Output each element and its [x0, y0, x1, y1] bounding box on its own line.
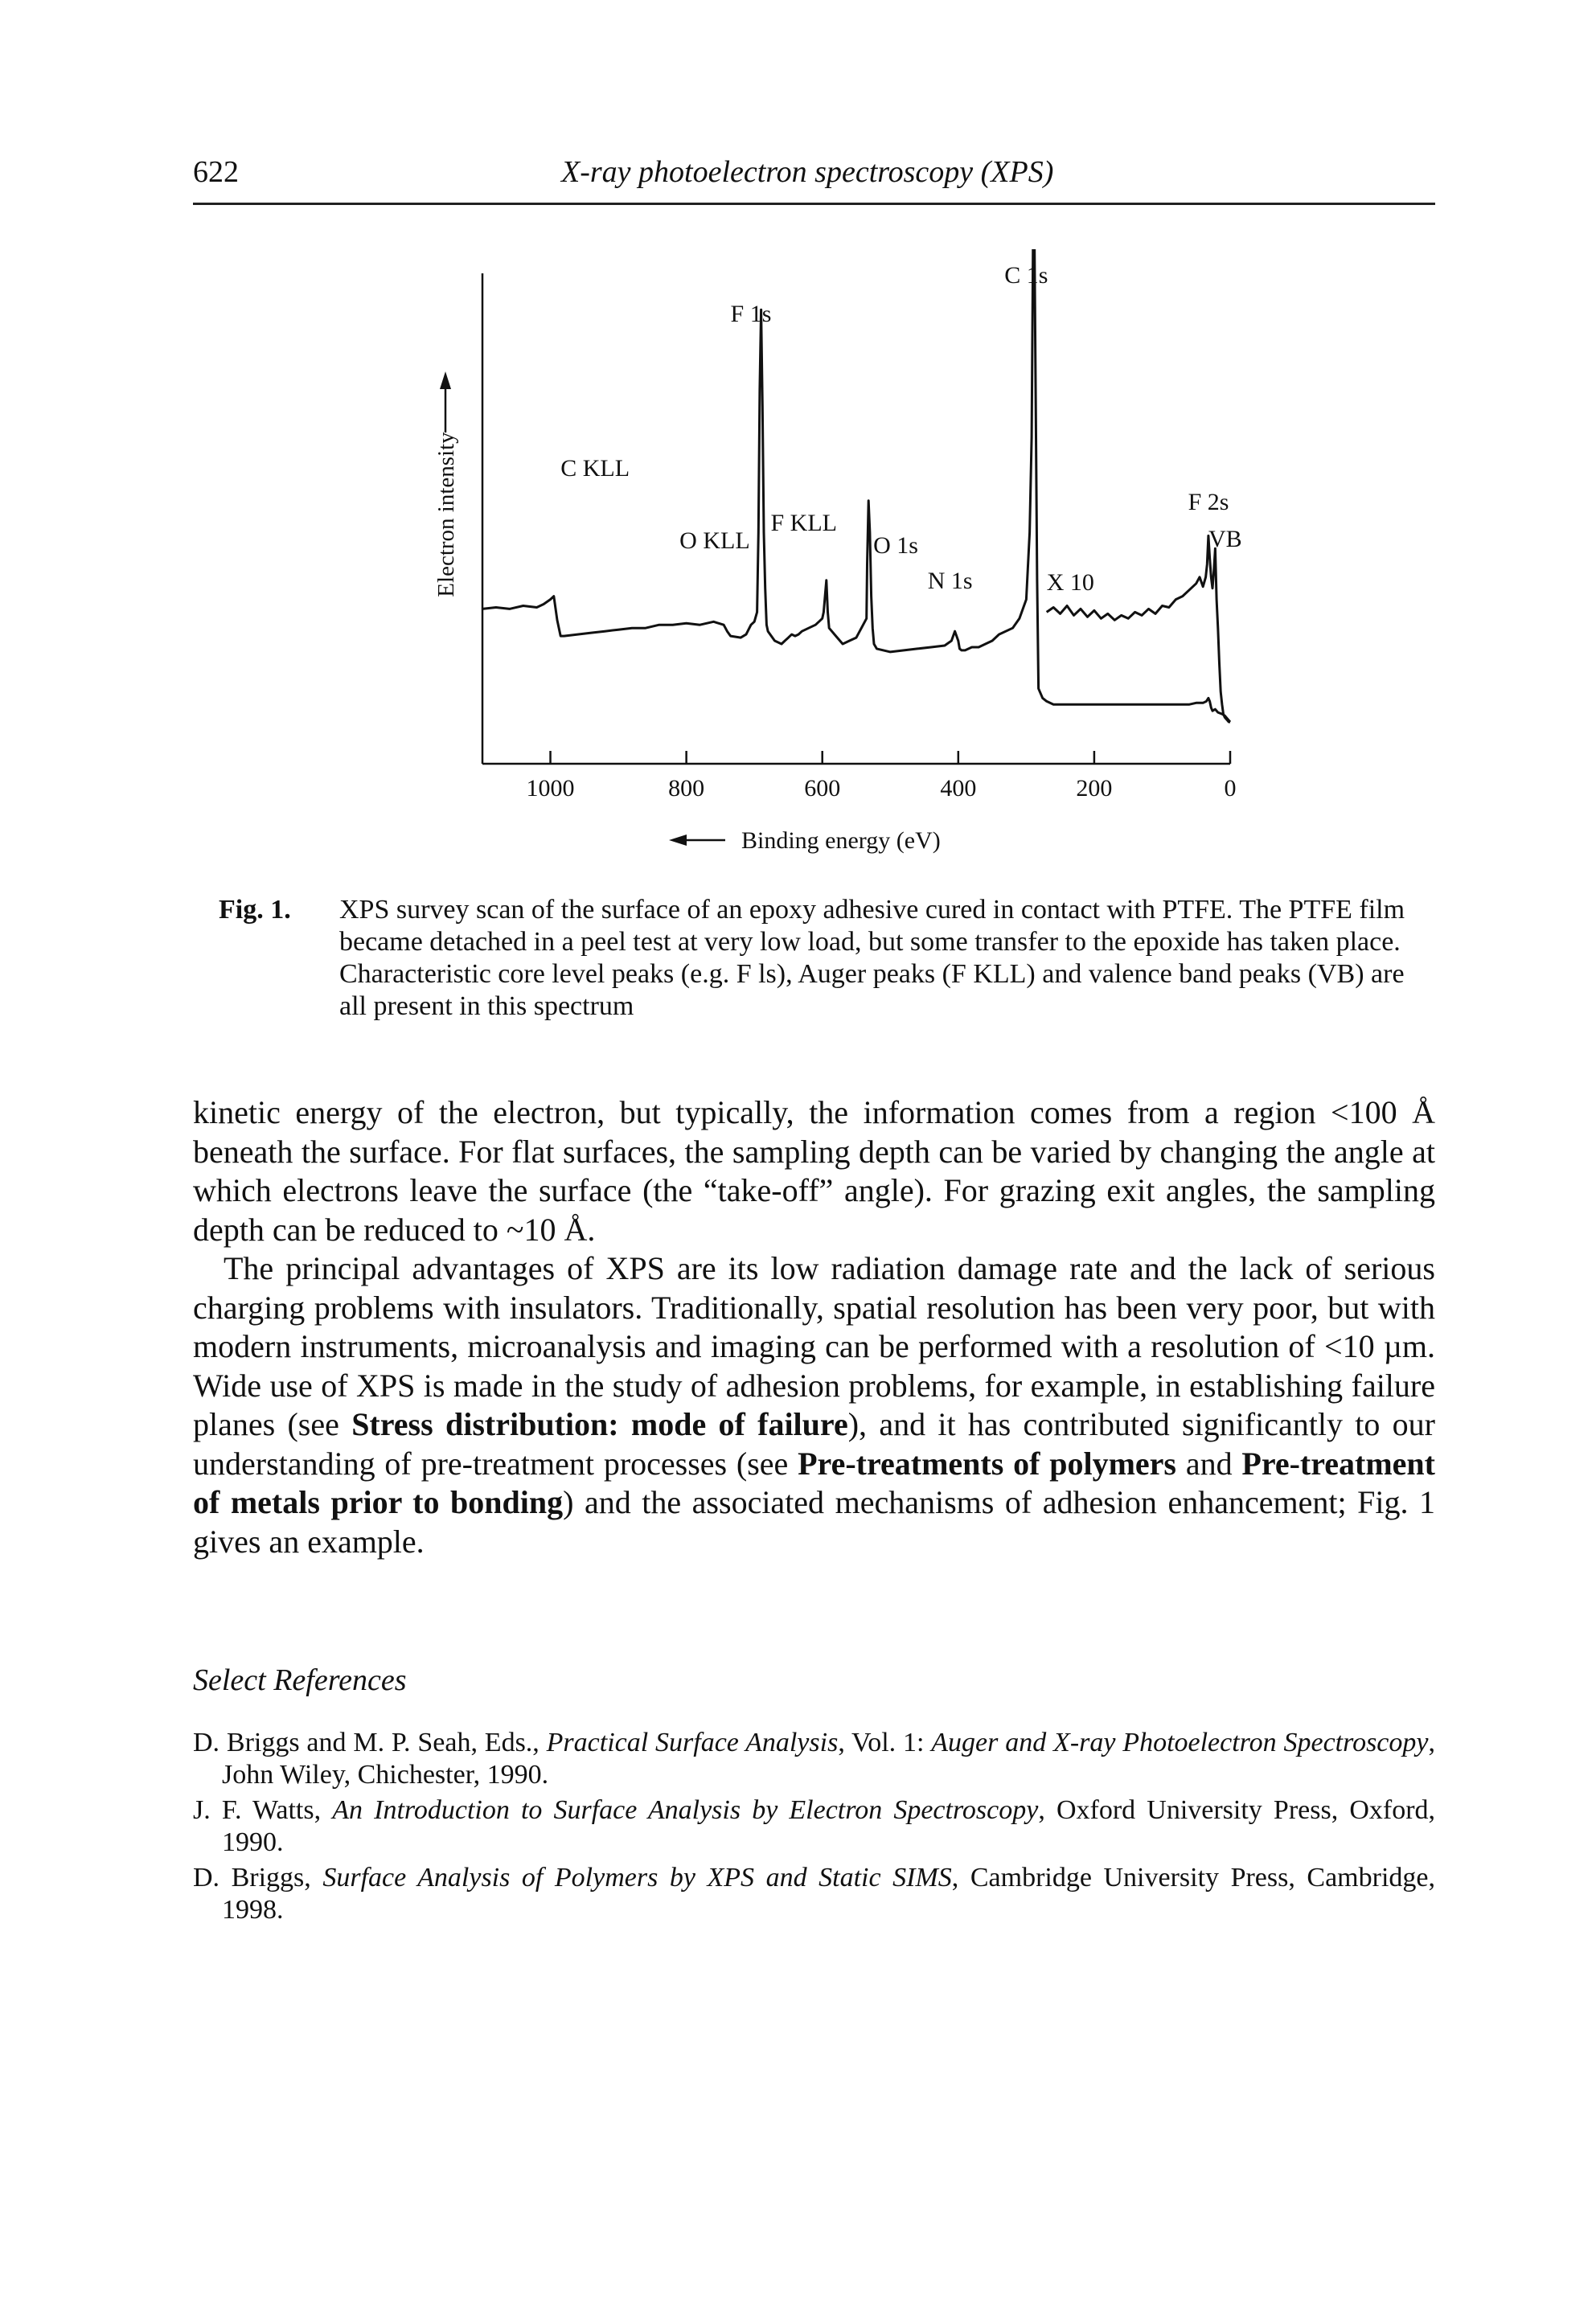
c1s-label: C 1s — [1004, 262, 1048, 289]
paragraph-2-text-c: and — [1176, 1445, 1242, 1482]
y-axis-arrow-head — [440, 371, 451, 389]
x-axis-label: Binding energy (eV) — [741, 827, 941, 854]
running-head: X-ray photoelectron spectroscopy (XPS) — [561, 155, 1054, 189]
page-header: 622 X-ray photoelectron spectroscopy (XP… — [193, 154, 1435, 205]
okll-label: O KLL — [679, 527, 749, 554]
xps-spectrum-figure: 1000 800 600 400 200 0 C 1s F 1s C KLL O KLL F KL… — [418, 249, 1254, 868]
cross-ref-pretreatment-metals[interactable]: Pre-treatment of metals prior to bonding — [193, 1445, 1435, 1521]
spectrum-series — [482, 249, 1232, 724]
x-tick-label: 1000 — [527, 775, 575, 802]
spectrum-line — [482, 249, 1232, 723]
x-tick-label: 0 — [1225, 775, 1237, 802]
f2s-label: F 2s — [1188, 489, 1229, 515]
cross-ref-stress-distribution[interactable]: Stress distribution: mode of failure — [351, 1406, 848, 1442]
cross-ref-pretreatments-polymers[interactable]: Pre-treatments of polymers — [798, 1445, 1176, 1482]
ref-subtitle: Auger and X-ray Photoelectron Spectrosco… — [931, 1728, 1429, 1757]
x-axis-arrow-head — [669, 835, 687, 846]
reference-item: D. Briggs, Surface Analysis of Polymers … — [193, 1862, 1435, 1926]
x-tick-label: 600 — [804, 775, 840, 802]
figure-caption-text: XPS survey scan of the surface of an epo… — [339, 895, 1405, 1021]
peak-labels: C 1s F 1s C KLL O KLL F KLL O 1s N 1s X 10 F 2s V… — [560, 262, 1241, 596]
spectrum-line-x10 — [1045, 534, 1230, 724]
y-axis: Electron intensity — [433, 371, 459, 597]
plot-frame — [481, 273, 1230, 765]
ref-title: Surface Analysis of Polymers by XPS and … — [322, 1863, 952, 1893]
x-tick-label: 200 — [1076, 775, 1112, 802]
reference-item: J. F. Watts, An Introduction to Surface … — [193, 1794, 1435, 1859]
ref-authors: J. F. Watts, — [193, 1795, 333, 1825]
page-number: 622 — [193, 155, 239, 189]
ref-volume: , Vol. 1: — [838, 1728, 932, 1757]
xps-spectrum-chart: 1000 800 600 400 200 0 C 1s F 1s C KLL O KLL F KL… — [433, 249, 1242, 854]
vb-label: VB — [1208, 526, 1242, 552]
paragraph-2-text-b: ), and it has contributed significantly … — [193, 1406, 1435, 1482]
f1s-label: F 1s — [731, 301, 772, 327]
ref-publisher: , John Wiley, Chichester, 1990. — [222, 1728, 1435, 1790]
references-list: D. Briggs and M. P. Seah, Eds., Practica… — [193, 1727, 1435, 1929]
figure-label: Fig. 1. — [219, 895, 291, 925]
ref-authors: D. Briggs and M. P. Seah, Eds., — [193, 1728, 547, 1757]
y-axis-label: Electron intensity — [433, 432, 459, 597]
ref-publisher: , Oxford University Press, Oxford, 1990. — [222, 1795, 1436, 1857]
x-axis: Binding energy (eV) — [669, 827, 941, 854]
paragraph-1: kinetic energy of the electron, but typi… — [193, 1094, 1435, 1248]
x-axis-ticks: 1000 800 600 400 200 0 — [527, 751, 1237, 802]
ref-authors: D. Briggs, — [193, 1863, 323, 1893]
n1s-label: N 1s — [928, 568, 973, 594]
references-heading: Select References — [193, 1663, 407, 1697]
x10-label: X 10 — [1047, 569, 1094, 596]
x-tick-label: 800 — [668, 775, 704, 802]
body-text: kinetic energy of the electron, but typi… — [193, 1093, 1435, 1561]
ref-title: Practical Surface Analysis — [546, 1728, 839, 1757]
paragraph-2: The principal advantages of XPS are its … — [193, 1249, 1435, 1561]
ckll-label: C KLL — [560, 455, 630, 482]
o1s-label: O 1s — [873, 532, 918, 559]
ref-title: An Introduction to Surface Analysis by E… — [332, 1795, 1039, 1825]
fkll-label: F KLL — [770, 510, 836, 536]
ref-publisher: , Cambridge University Press, Cambridge,… — [222, 1863, 1435, 1925]
x-tick-label: 400 — [940, 775, 976, 802]
reference-item: D. Briggs and M. P. Seah, Eds., Practica… — [193, 1727, 1435, 1791]
paragraph-2-text-a: The principal advantages of XPS are its … — [193, 1250, 1435, 1442]
paragraph-2-text-d: ) and the associated mechanisms of adhes… — [193, 1484, 1435, 1560]
